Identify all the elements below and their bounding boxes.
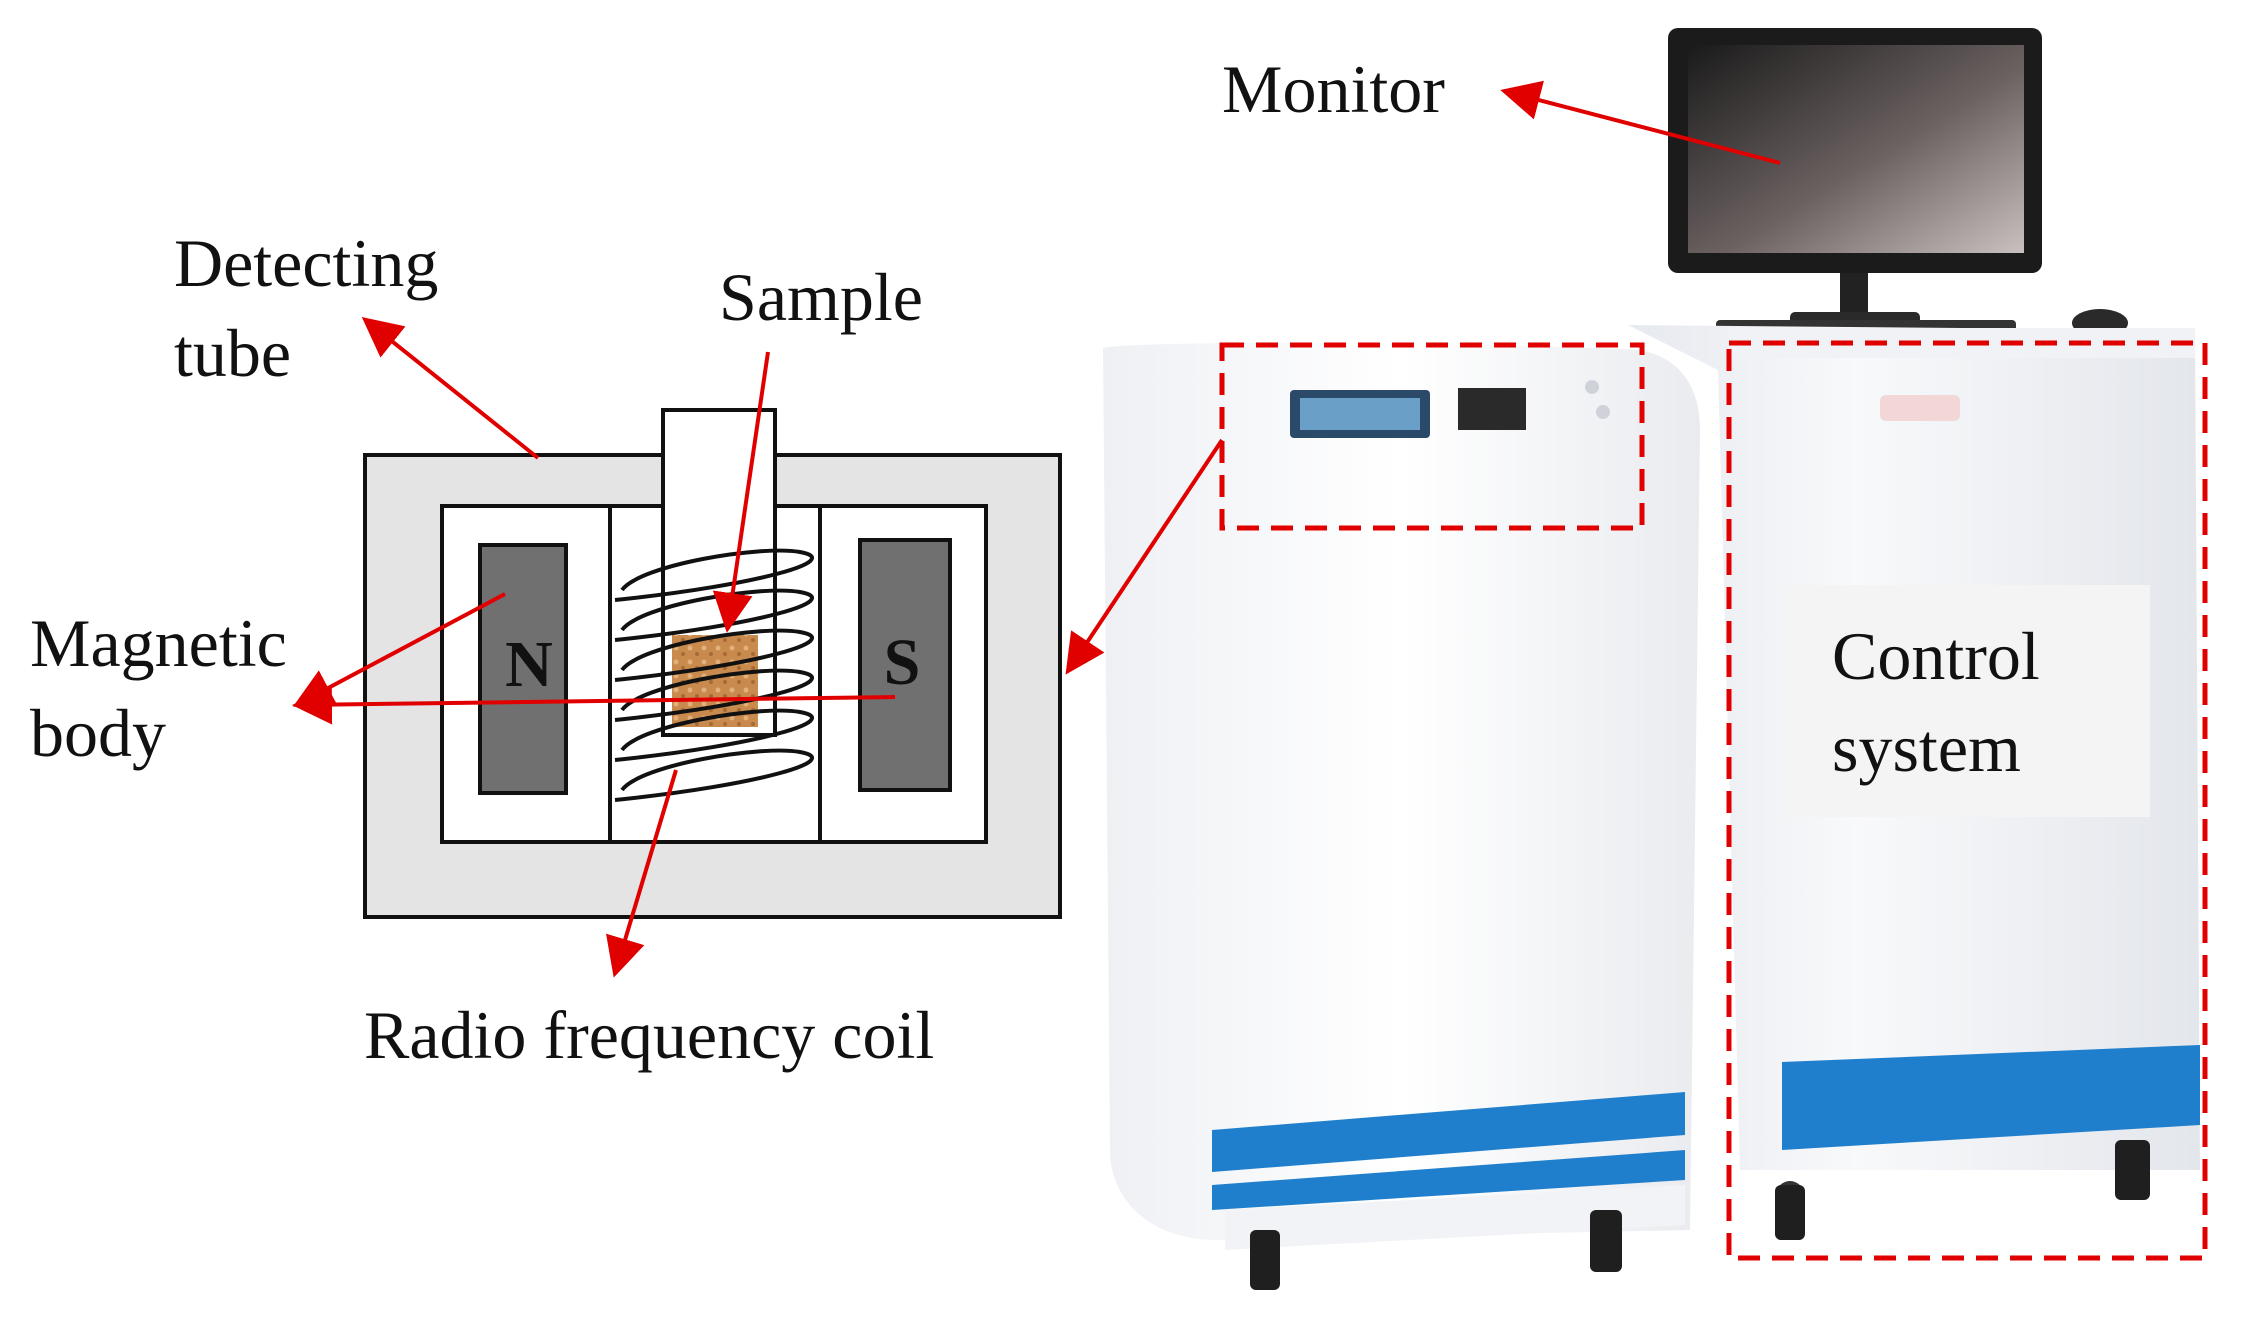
label-control-system: Control system: [1832, 610, 2040, 794]
arrow-detecting-tube: [361, 317, 540, 460]
label-control-system-line2: system: [1832, 710, 2021, 786]
label-magnetic-body-line2: body: [30, 695, 166, 771]
arrow-magnetic-south: [292, 684, 896, 725]
label-magnetic-body-line1: Magnetic: [30, 605, 287, 681]
pole-north: N: [505, 628, 553, 701]
arrow-rf-coil: [606, 769, 678, 978]
detector-schematic: [363, 408, 1062, 919]
control-panel-dashed-box: [1219, 342, 1645, 531]
label-control-system-line1: Control: [1832, 618, 2040, 694]
arrow-detector: [1065, 438, 1224, 675]
arrows: [292, 80, 1781, 978]
label-monitor: Monitor: [1222, 51, 1445, 127]
arrow-sample: [712, 351, 770, 633]
arrow-monitor: [1500, 80, 1781, 165]
control-system-dashed-box: [1726, 340, 2208, 1261]
magnet-cabinet: [1103, 342, 1700, 1290]
magnet-south: [858, 538, 952, 792]
label-detecting-tube-line2: tube: [174, 315, 292, 391]
label-radio-frequency-coil: Radio frequency coil: [364, 997, 935, 1073]
pole-south: S: [883, 626, 921, 699]
label-detecting-tube-line1: Detecting: [174, 225, 439, 301]
magnet-north: [478, 543, 568, 795]
control-system-label-box: [1785, 585, 2150, 817]
monitor-device: [1668, 28, 2128, 342]
label-sample: Sample: [719, 259, 923, 335]
arrow-magnetic-north: [292, 592, 506, 707]
